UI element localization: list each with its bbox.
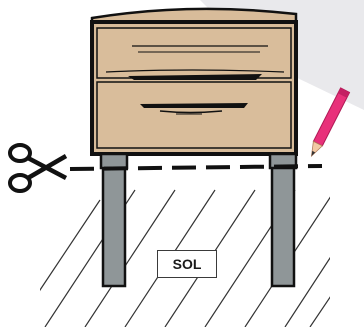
scissors-icon: [10, 145, 66, 191]
left-leg: [103, 154, 125, 286]
pencil-icon: [307, 88, 350, 158]
bottom-drawer: [97, 82, 291, 148]
cabinet: [92, 9, 296, 154]
floor-label: SOL: [157, 250, 217, 278]
right-leg: [272, 154, 294, 286]
